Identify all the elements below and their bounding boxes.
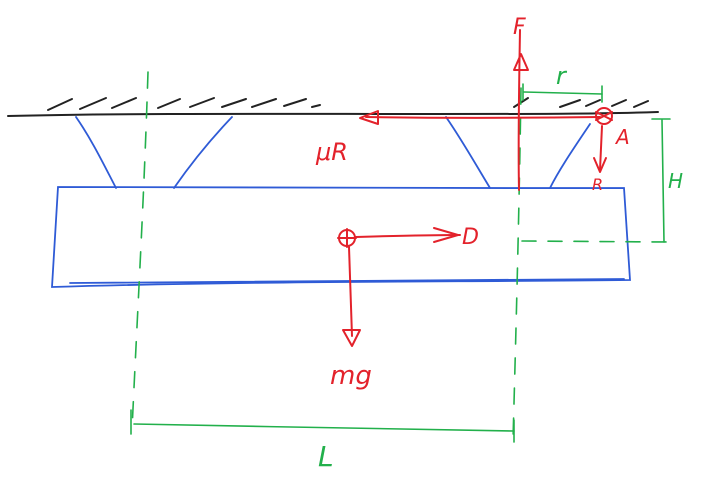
centre-of-mass-marker <box>337 228 357 248</box>
reaction-R-shaft <box>599 125 603 171</box>
strut-2 <box>173 116 233 189</box>
drag-D-shaft <box>355 234 461 238</box>
weight-arrowhead <box>342 329 361 347</box>
center-line-left <box>131 71 149 431</box>
reaction-R-arrowhead <box>593 157 607 173</box>
force-F-shaft <box>517 29 521 191</box>
label-dim-r: r <box>556 62 568 90</box>
drag-D-arrowhead <box>433 227 459 243</box>
dim-r-line <box>523 91 603 95</box>
forces <box>337 29 613 347</box>
center-line-right <box>512 87 522 441</box>
force-F-arrowhead <box>513 53 529 71</box>
beam-lower-edge <box>69 278 625 284</box>
ceiling-surface <box>7 97 659 117</box>
ceiling-line <box>7 111 659 117</box>
friction-line <box>365 116 601 119</box>
beam-body <box>51 186 631 288</box>
strut-3 <box>445 116 491 189</box>
ceiling-hatching <box>47 97 649 111</box>
dim-L-line <box>133 423 515 432</box>
dim-H-line <box>661 119 665 243</box>
label-weight: mg <box>330 361 372 391</box>
friction-arrowhead <box>359 110 379 125</box>
strut-1 <box>75 116 117 189</box>
beam-assembly <box>51 116 631 288</box>
label-point-A: A <box>614 125 630 149</box>
label-dim-H: H <box>668 169 683 193</box>
label-reaction-R: R <box>592 175 603 194</box>
strut-4 <box>549 123 591 189</box>
labels: F μR A R D mg r H L <box>315 15 683 473</box>
point-A-marker <box>595 107 613 125</box>
dim-H-tick-bottom <box>521 240 669 243</box>
label-drag-D: D <box>462 225 479 250</box>
label-dim-L: L <box>318 440 334 473</box>
label-force-F: F <box>513 15 526 40</box>
weight-shaft <box>348 246 353 337</box>
label-friction: μR <box>315 138 348 166</box>
dimensions <box>130 71 671 443</box>
